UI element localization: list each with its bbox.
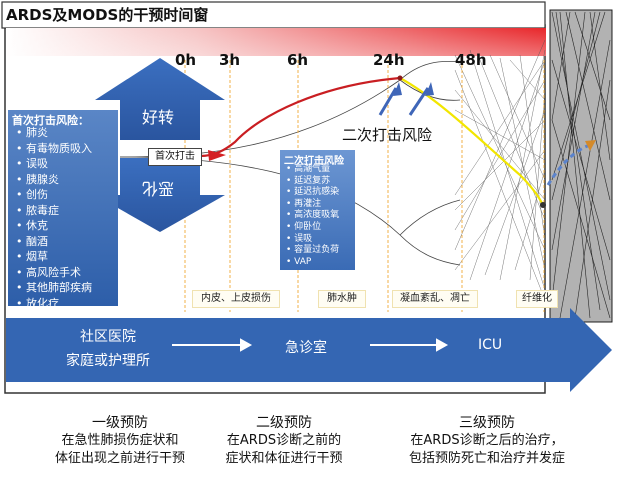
first-risk-item: 误吸 — [16, 156, 92, 172]
improve-label: 好转 — [142, 108, 175, 127]
flow-home-nursing: 家庭或护理所 — [66, 353, 150, 369]
second-hit-risk-header: 二次打击风险 — [284, 156, 344, 167]
second-risk-item: 容量过负荷 — [286, 245, 339, 257]
first-risk-item: 胰腺炎 — [16, 172, 92, 188]
timepoint-48h: 48h — [455, 51, 487, 69]
first-risk-item: 肺炎 — [16, 125, 92, 141]
prevention-title: 二级预防 — [256, 415, 312, 431]
second-risk-item: 延迟抗感染 — [286, 187, 339, 199]
prevention-desc: 在ARDS诊断之前的 — [226, 433, 342, 448]
second-risk-item: VAP — [286, 257, 339, 269]
prevention-desc: 在ARDS诊断之后的治疗， — [410, 433, 564, 448]
tertiary-prevention: 三级预防 在ARDS诊断之后的治疗， 包括预防死亡和治疗并发症 — [392, 412, 582, 468]
flow-emergency-room: 急诊室 — [285, 340, 327, 356]
flow-small-arrows — [172, 338, 449, 352]
second-risk-item: 高潮气量 — [286, 164, 339, 176]
prevention-title: 三级预防 — [459, 415, 515, 431]
dashed-rise-arrow — [546, 143, 591, 186]
yellow-path — [399, 77, 544, 206]
hit-arrowhead — [208, 150, 226, 161]
second-hit-arrows — [378, 87, 430, 116]
first-hit-risk-header: 首次打击风险： — [12, 114, 89, 127]
second-risk-item: 仰卧位 — [286, 222, 339, 234]
timepoint-6h: 6h — [287, 51, 309, 69]
prevention-title: 一级预防 — [92, 415, 148, 431]
first-risk-item: 有毒物质吸入 — [16, 141, 92, 157]
first-hit-box: 首次打击 — [148, 148, 202, 166]
first-risk-item: 放化疗 — [16, 296, 92, 312]
flow-icu: ICU — [478, 337, 503, 353]
first-risk-item: 创伤 — [16, 187, 92, 203]
second-risk-item: 延迟复苏 — [286, 176, 339, 188]
second-risk-item: 高浓度吸氧 — [286, 210, 339, 222]
first-risk-item: 休克 — [16, 218, 92, 234]
stage-endothelial-injury: 内皮、上皮损伤 — [192, 290, 280, 308]
prevention-desc: 症状和体征进行干预 — [225, 451, 343, 466]
stage-fibrosis: 纤维化 — [516, 290, 558, 308]
first-hit-risk-panel: 首次打击风险： 肺炎 有毒物质吸入 误吸 胰腺炎 创伤 脓毒症 休克 酗酒 烟草… — [8, 110, 118, 310]
worsen-arrow — [95, 158, 225, 232]
timepoint-3h: 3h — [219, 51, 241, 69]
prevention-desc: 在急性肺损伤症状和 — [61, 433, 179, 448]
chaos-panel — [549, 9, 613, 323]
improve-arrow — [95, 58, 225, 140]
page-title: ARDS及MODS的干预时间窗 — [6, 6, 209, 24]
primary-prevention: 一级预防 在急性肺损伤症状和 体征出现之前进行干预 — [50, 412, 190, 468]
worsen-label: 恶化 — [142, 179, 175, 198]
time-gridlines — [184, 60, 545, 312]
chaos-fan — [454, 39, 546, 301]
second-risk-item: 再灌注 — [286, 199, 339, 211]
timepoint-24h: 24h — [373, 51, 405, 69]
prevention-desc: 体征出现之前进行干预 — [54, 451, 185, 466]
stage-coagulation-apoptosis: 凝血紊乱、凋亡 — [392, 290, 478, 308]
first-risk-item: 酗酒 — [16, 234, 92, 250]
prevention-desc: 包括预防死亡和治疗并发症 — [408, 451, 565, 466]
stage-pulmonary-edema: 肺水肿 — [318, 290, 366, 308]
second-hit-risk-label: 二次打击风险 — [342, 126, 433, 144]
first-risk-item: 其他肺部疾病 — [16, 280, 92, 296]
timepoint-0h: 0h — [175, 51, 197, 69]
flow-community-hospital: 社区医院 — [80, 329, 136, 345]
second-hit-risk-panel: 二次打击风险 高潮气量 延迟复苏 延迟抗感染 再灌注 高浓度吸氧 仰卧位 误吸 … — [280, 150, 355, 270]
first-risk-item: 烟草 — [16, 249, 92, 265]
first-risk-item: 脓毒症 — [16, 203, 92, 219]
second-risk-item: 误吸 — [286, 234, 339, 246]
flow-arrow — [6, 308, 612, 392]
secondary-prevention: 二级预防 在ARDS诊断之前的 症状和体征进行干预 — [214, 412, 354, 468]
first-risk-item: 高风险手术 — [16, 265, 92, 281]
